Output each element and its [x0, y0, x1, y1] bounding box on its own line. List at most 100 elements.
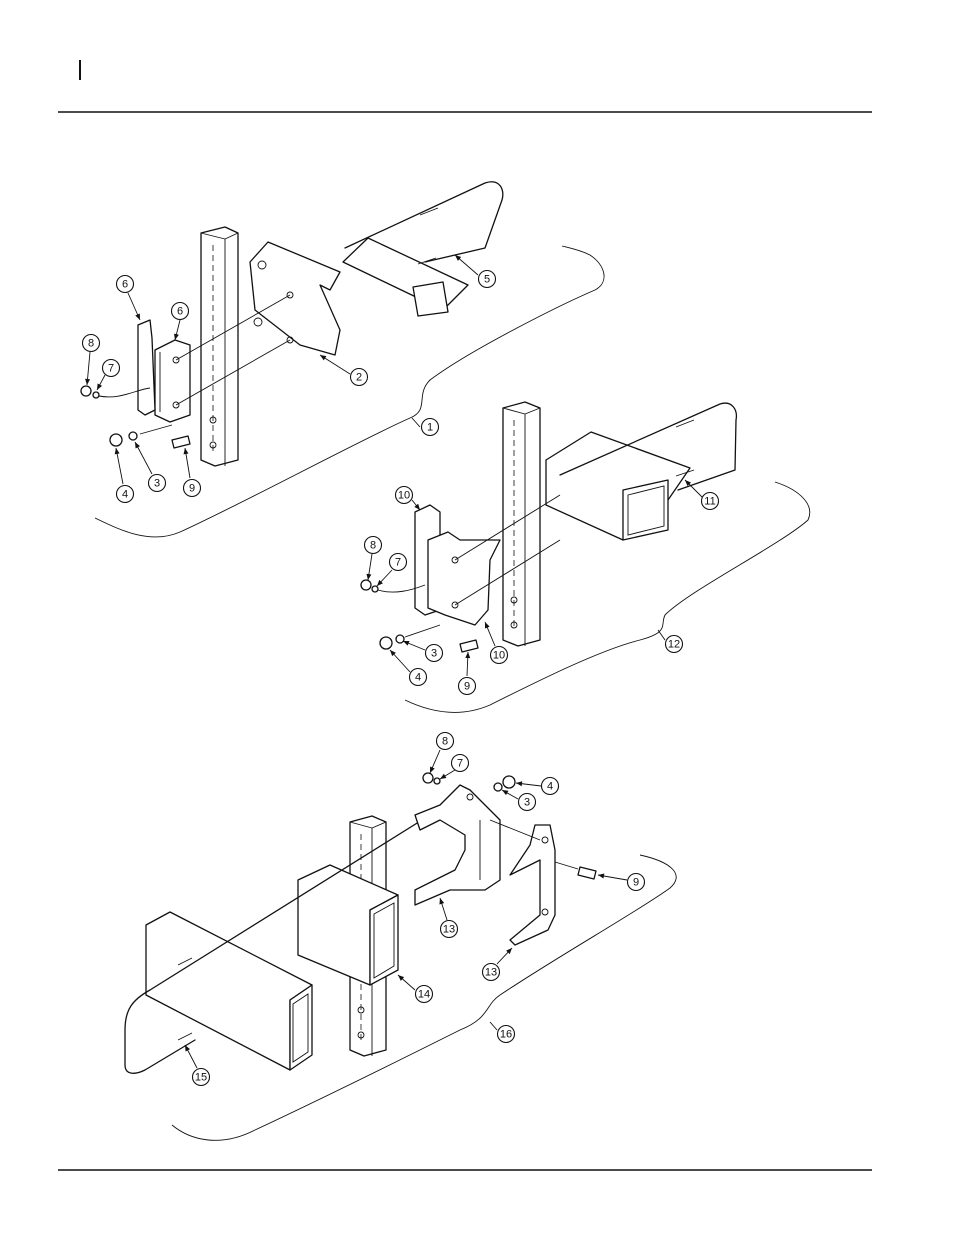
- callout-arrowhead: [184, 448, 189, 454]
- callout-number: 1: [427, 422, 433, 434]
- callout-number: 15: [195, 1072, 207, 1084]
- plate-6-back: [138, 320, 155, 415]
- vertical-bar-2: [503, 402, 540, 646]
- callout-c-12: 12: [658, 630, 683, 653]
- nut-8a-shape: [81, 386, 91, 396]
- callout-number: 6: [122, 279, 128, 291]
- callout-c-1: 1: [412, 418, 439, 436]
- callout-number: 3: [431, 648, 437, 660]
- callout-number: 13: [443, 924, 455, 936]
- callout-arrowhead: [598, 874, 604, 879]
- callout-c-16: 16: [490, 1022, 515, 1043]
- callout-c-3b: 3: [403, 641, 443, 662]
- callout-number: 6: [177, 306, 183, 318]
- callout-c-8a: 8: [83, 335, 100, 386]
- callout-number: 9: [633, 877, 639, 889]
- nut-8b-shape: [361, 580, 371, 590]
- callout-c-3c: 3: [502, 790, 536, 811]
- callout-arrowhead: [85, 379, 90, 385]
- callout-arrowhead: [516, 781, 522, 786]
- nut-4b-shape: [380, 637, 392, 649]
- callout-c-15: 15: [185, 1045, 210, 1086]
- callout-c-2: 2: [320, 355, 368, 386]
- callout-number: 3: [154, 478, 160, 490]
- callout-c-8c: 8: [430, 733, 454, 774]
- callout-number: 3: [524, 797, 530, 809]
- callout-leader: [490, 1022, 497, 1030]
- callout-c-7b: 7: [377, 554, 407, 587]
- callout-leader: [412, 418, 420, 427]
- callout-arrowhead: [439, 898, 444, 904]
- callout-c-13a: 13: [439, 898, 457, 938]
- callout-arrowhead: [465, 652, 470, 658]
- callout-c-4a: 4: [115, 448, 134, 503]
- callout-c-9c: 9: [598, 874, 645, 891]
- bolt-9c-shape: [578, 867, 596, 879]
- callout-c-6b: 6: [172, 303, 189, 341]
- callout-number: 16: [500, 1029, 512, 1041]
- callout-c-13b: 13: [483, 948, 513, 981]
- callout-number: 7: [108, 363, 114, 375]
- bolt-9b-shape: [460, 640, 478, 652]
- assembly-2: [361, 402, 810, 712]
- callout-c-3a: 3: [135, 442, 166, 492]
- nut-4c-shape: [503, 776, 515, 788]
- callout-arrowhead: [414, 504, 420, 510]
- vertical-bar-1: [201, 227, 238, 466]
- callout-number: 7: [457, 758, 463, 770]
- callout-number: 4: [415, 672, 421, 684]
- callout-arrowhead: [485, 622, 490, 629]
- callout-c-9b: 9: [459, 652, 476, 695]
- mounting-bracket-2: [250, 242, 340, 355]
- callout-number: 7: [395, 557, 401, 569]
- callout-c-11: 11: [685, 480, 719, 510]
- callout-number: 12: [668, 639, 680, 651]
- callout-arrowhead: [440, 774, 446, 779]
- washer-3c-shape: [494, 783, 502, 791]
- square-tube-1: [343, 238, 468, 310]
- nut-8c-shape: [423, 773, 433, 783]
- washer-7b-shape: [372, 586, 378, 592]
- callout-number: 10: [493, 650, 505, 662]
- callout-arrowhead: [366, 574, 371, 580]
- callout-arrowhead: [403, 641, 409, 646]
- callout-number: 4: [547, 781, 553, 793]
- washer-3b-shape: [396, 635, 404, 643]
- callout-number: 13: [485, 967, 497, 979]
- callout-leader: [658, 630, 665, 640]
- callout-number: 4: [122, 489, 128, 501]
- washer-7a-shape: [93, 392, 99, 398]
- callout-c-4b: 4: [390, 650, 427, 686]
- clamp-13-lower: [510, 825, 555, 945]
- callout-arrowhead: [502, 790, 508, 795]
- callout-number: 5: [484, 274, 490, 286]
- callout-arrowhead: [115, 448, 120, 454]
- callout-c-14: 14: [398, 975, 433, 1003]
- callout-c-7a: 7: [97, 360, 120, 391]
- callout-arrowhead: [320, 355, 326, 360]
- callout-number: 11: [704, 496, 715, 508]
- washer-7c-shape: [434, 778, 440, 784]
- nut-4a-shape: [110, 434, 122, 446]
- callout-number: 9: [189, 483, 195, 495]
- callout-number: 8: [88, 338, 94, 350]
- callout-c-9a: 9: [184, 448, 201, 497]
- large-tube-15: [146, 912, 312, 1070]
- callout-number: 8: [442, 736, 448, 748]
- callout-number: 10: [398, 490, 410, 502]
- callout-number: 8: [370, 540, 376, 552]
- callout-c-4c: 4: [516, 778, 559, 795]
- callout-c-6a: 6: [117, 276, 141, 321]
- callout-number: 14: [418, 989, 430, 1001]
- bolt-9a-shape: [172, 436, 190, 448]
- callout-number: 2: [356, 372, 362, 384]
- washer-3a-shape: [129, 432, 137, 440]
- callout-arrowhead: [174, 334, 179, 340]
- callout-number: 9: [464, 681, 470, 693]
- callout-c-8b: 8: [365, 537, 382, 581]
- clamp-13-upper: [415, 785, 500, 905]
- bracket-10-front: [428, 532, 500, 625]
- assembly-3: [125, 773, 676, 1140]
